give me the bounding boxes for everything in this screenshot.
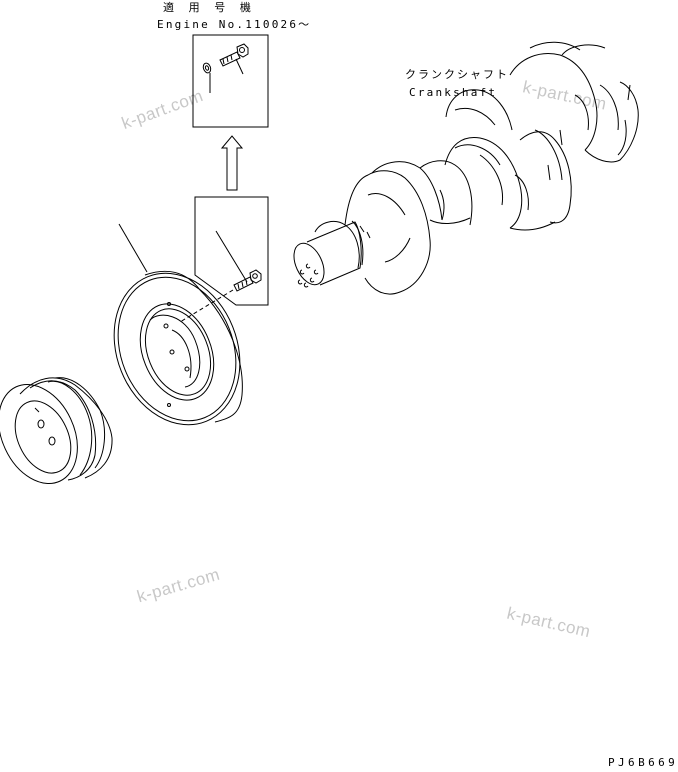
applicability-label-jp: 適 用 号 機 [163, 1, 255, 14]
pulley [0, 372, 112, 497]
drawing-code: PJ6B669 [608, 756, 678, 769]
bolt-icon [220, 44, 248, 74]
applicability-inset-box [193, 35, 268, 127]
crankshaft-label-jp: クランクシャフト [405, 68, 509, 81]
bolt-inset-box [180, 197, 268, 322]
flange-bolt-icon [234, 270, 261, 291]
damper-callout-line [119, 224, 147, 272]
applicability-label-en: Engine No.110026～ [157, 18, 312, 31]
washer-icon [202, 62, 212, 93]
crankshaft [288, 42, 638, 294]
arrow-up-icon [222, 136, 242, 190]
crankshaft-damper [92, 254, 262, 444]
